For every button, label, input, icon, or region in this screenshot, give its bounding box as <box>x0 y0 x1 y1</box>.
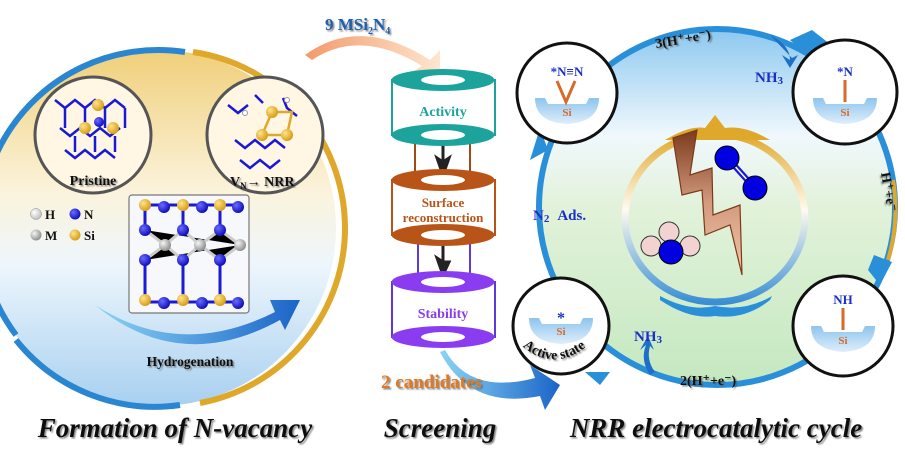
arrow-to-active <box>585 372 610 385</box>
hydrogenation-arrow <box>95 300 300 345</box>
stage-activity-label: Activity <box>419 105 466 120</box>
vacancy-label: VN→ NRR <box>230 175 295 191</box>
si-site-label-3: Si <box>838 335 847 347</box>
surface-bowl-icon <box>813 98 877 124</box>
vacancy-inset: VN→ NRR <box>205 75 325 195</box>
stage-activity: Activity <box>391 69 496 146</box>
nh3-release-arrow-bottom <box>640 336 655 375</box>
si-site-label-1: Si <box>562 107 571 119</box>
step-label-bottom: 2(H⁺+e⁻) <box>680 374 737 389</box>
nh3-molecule-icon <box>640 221 701 265</box>
n-star-adsorbate-label: *N <box>837 64 854 79</box>
formation-ring-blue-bottom <box>13 338 181 410</box>
stage-stability: Stability <box>391 271 496 348</box>
surface-bowl-icon <box>529 318 593 344</box>
legend-m-label: M <box>45 228 57 243</box>
state-n2-adsorbed: *N≡N Si <box>515 41 619 145</box>
active-adsorbate-label: * <box>557 310 565 327</box>
n2-adsorbate-label: *N≡N <box>551 64 584 79</box>
atom-legend: H N M Si <box>30 207 95 243</box>
step-label-right: H⁺+e⁻ <box>877 171 899 213</box>
stage-surface-reconstruction: Surface reconstruction <box>391 169 496 246</box>
flow-arrow-2 <box>434 235 452 279</box>
cycle-ring-gold-accent <box>886 179 898 261</box>
candidates-label: 2 candidates <box>381 372 482 393</box>
legend-h-label: H <box>45 207 55 222</box>
structure-atoms <box>139 199 246 309</box>
caption-nrr-cycle: NRR electrocatalytic cycle <box>569 413 862 443</box>
stage-surface-label-line1: Surface <box>422 195 465 210</box>
legend-m-swatch <box>30 229 42 241</box>
state-active: * Si Active state <box>511 276 611 376</box>
vacancy-lattice <box>227 94 298 170</box>
side-view-structure <box>128 194 250 314</box>
stage-stability-label: Stability <box>418 307 469 322</box>
caption-formation: Formation of N-vacancy <box>37 413 313 443</box>
legend-n-swatch <box>69 208 81 220</box>
formation-ring-blue <box>0 47 186 337</box>
si-site-label-2: Si <box>840 107 849 119</box>
legend-n-label: N <box>84 207 94 222</box>
pristine-label: Pristine <box>70 174 117 189</box>
formation-panel: Pristine VN→ NRR H N M <box>0 47 348 410</box>
stage-surface-label-line2: reconstruction <box>403 210 484 225</box>
n2-molecule-icon <box>714 145 768 201</box>
legend-si-swatch <box>69 229 81 241</box>
hydrogenation-label: Hydrogenation <box>147 354 234 369</box>
surface-bowl-icon <box>535 98 599 124</box>
surface-bowl-icon <box>811 326 875 352</box>
nh3-product-top: NH3 <box>755 70 784 87</box>
output-arrow <box>440 350 560 410</box>
input-arrow <box>305 36 440 78</box>
arrow-to-nh <box>868 255 892 285</box>
nh3-release-arrow-top <box>770 35 798 68</box>
legend-si-label: Si <box>84 228 95 243</box>
state-n-star: *N Si <box>791 38 899 146</box>
nh3-product-bottom: NH3 <box>634 329 663 346</box>
legend-h-swatch <box>30 208 42 220</box>
flow-arrow-1 <box>434 135 452 180</box>
si-site-label-4: Si <box>556 326 565 338</box>
state-nh: NH Si <box>791 274 895 378</box>
pristine-inset: Pristine <box>33 75 153 195</box>
pristine-lattice <box>54 98 127 160</box>
nrr-cycle-panel: *N≡N Si *N Si NH Si * Si Active state <box>511 26 899 389</box>
input-materials-label: 9 MSi2N4 <box>325 15 390 37</box>
arrow-to-n2-adsorbed <box>530 128 548 160</box>
center-emblem <box>621 115 809 317</box>
screening-panel: 9 MSi2N4 Activity Surface reconstruction <box>305 15 560 410</box>
lightning-bolt-icon <box>672 129 743 276</box>
nh-adsorbate-label: NH <box>833 292 853 307</box>
caption-screening: Screening <box>384 413 497 443</box>
